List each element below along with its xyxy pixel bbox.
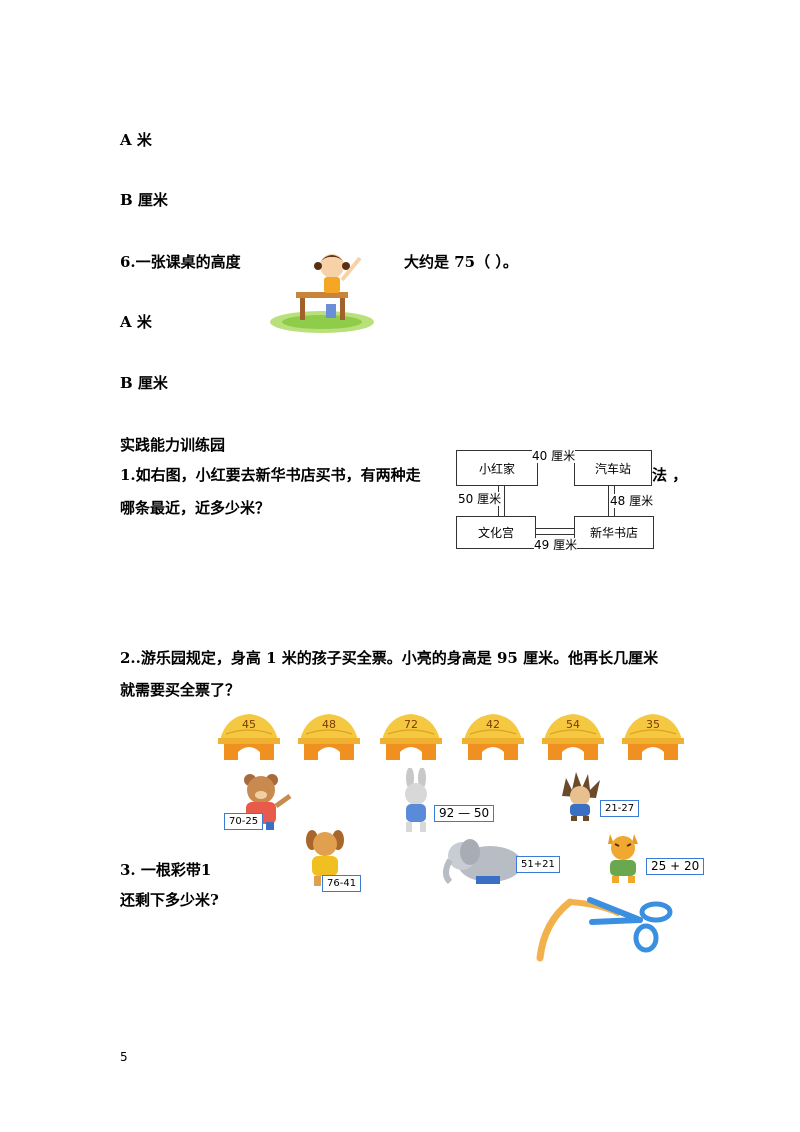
q6-option-b: B 厘米 bbox=[120, 374, 168, 392]
hut: 48 bbox=[296, 712, 362, 762]
dist-right: 48 厘米 bbox=[610, 494, 654, 508]
hut: 35 bbox=[620, 712, 686, 762]
hut-number: 42 bbox=[486, 718, 500, 731]
hut-number: 35 bbox=[646, 718, 660, 731]
map-bookstore: 新华书店 bbox=[574, 516, 654, 549]
elephant-card: 51+21 bbox=[516, 856, 560, 873]
q1-line2: 哪条最近，近多少米？ bbox=[120, 499, 271, 517]
q3-line1: 3. 一根彩带1 bbox=[120, 861, 212, 879]
q2-line1: 2..游乐园规定，身高 1 米的孩子买全票。小亮的身高是 95 厘米。他再长几厘… bbox=[120, 649, 659, 667]
map-culture-palace: 文化宫 bbox=[456, 516, 536, 549]
q2-line2: 就需要买全票了？ bbox=[120, 681, 241, 699]
tiger-illustration bbox=[598, 828, 648, 884]
elephant-illustration bbox=[440, 834, 530, 886]
option-b: B 厘米 bbox=[120, 191, 168, 209]
q1-line1-end: 法 ， bbox=[652, 466, 688, 484]
tiger-card: 25 + 20 bbox=[646, 858, 705, 875]
dist-left: 50 厘米 bbox=[458, 492, 502, 506]
q6-text-after: 大约是 75（ ）。 bbox=[404, 253, 518, 271]
dog-card: 76-41 bbox=[322, 875, 362, 892]
section-title: 实践能力训练园 bbox=[120, 436, 226, 454]
map-bus-station: 汽车站 bbox=[574, 450, 652, 486]
dist-bottom: 49 厘米 bbox=[534, 538, 578, 552]
q1-line1: 1.如右图，小红要去新华书店买书，有两种走 bbox=[120, 466, 421, 484]
hut-number: 72 bbox=[404, 718, 418, 731]
q3-line2: 还剩下多少米? bbox=[120, 891, 219, 909]
q6-option-a: A 米 bbox=[120, 313, 152, 331]
rabbit-illustration bbox=[394, 767, 440, 834]
rabbit-card: 92 — 50 bbox=[434, 805, 495, 822]
bear-card: 70-25 bbox=[224, 813, 264, 830]
hut-number: 48 bbox=[322, 718, 336, 731]
dist-top: 40 厘米 bbox=[532, 449, 576, 463]
ribbon-scissors-illustration bbox=[530, 892, 678, 962]
hedgehog-illustration bbox=[556, 770, 606, 822]
hut: 45 bbox=[216, 712, 282, 762]
hut: 72 bbox=[378, 712, 444, 762]
hut: 54 bbox=[540, 712, 606, 762]
hut-number: 45 bbox=[242, 718, 256, 731]
hedgehog-card: 21-27 bbox=[600, 800, 640, 817]
student-desk-illustration bbox=[268, 248, 376, 334]
option-a: A 米 bbox=[120, 131, 152, 149]
dog-illustration bbox=[298, 826, 352, 888]
hut: 42 bbox=[460, 712, 526, 762]
road-bottom bbox=[536, 528, 574, 535]
page-number: 5 bbox=[120, 1050, 128, 1064]
q6-text-before: 6.一张课桌的高度 bbox=[120, 253, 241, 271]
map-home: 小红家 bbox=[456, 450, 538, 486]
hut-number: 54 bbox=[566, 718, 580, 731]
